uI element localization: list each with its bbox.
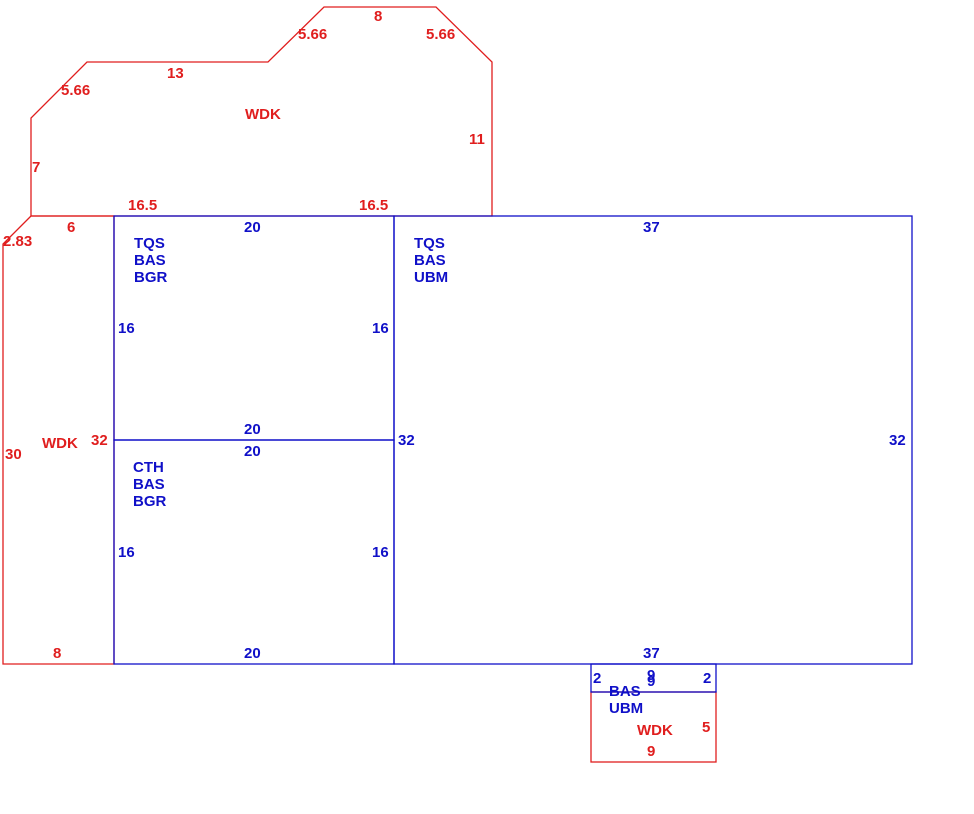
- wdk-left-code: WDK: [42, 435, 78, 452]
- room-upper-left-dim-top: 20: [244, 219, 261, 236]
- room-lower-left-code: BAS: [133, 476, 165, 493]
- wood-deck-top-outline: [30, 6, 493, 217]
- wood-deck-left-outline: [2, 215, 115, 665]
- room-main-code: TQS: [414, 235, 445, 252]
- room-lower-left-code: BGR: [133, 493, 167, 510]
- room-upper-left-dim-left: 16: [118, 320, 135, 337]
- wdk-bottom-code: WDK: [637, 722, 673, 739]
- room-main-dim-bottom: 37: [643, 645, 660, 662]
- room-lower-left-dim-bottom: 20: [244, 645, 261, 662]
- room-main-code: BAS: [414, 252, 446, 269]
- bay-dim-left: 2: [593, 670, 601, 687]
- room-lower-left-code: CTH: [133, 459, 164, 476]
- room-lower-left-dim-right: 16: [372, 544, 389, 561]
- wdk-top-dim-label: 5.66: [61, 82, 90, 99]
- wdk-top-dim-label: 16.5: [359, 197, 388, 214]
- room-main-outline: [393, 215, 913, 665]
- wdk-top-dim-label: 13: [167, 65, 184, 82]
- room-upper-left-code: BAS: [134, 252, 166, 269]
- wdk-top-code: WDK: [245, 106, 281, 123]
- wdk-top-dim-label: 16.5: [128, 197, 157, 214]
- room-upper-left-code: BGR: [134, 269, 168, 286]
- wdk-top-dim-label: 7: [32, 159, 40, 176]
- wdk-top-dim-label: 11: [469, 131, 485, 148]
- wdk-left-dim-label: 2.83: [3, 233, 32, 250]
- room-lower-left-dim-left: 16: [118, 544, 135, 561]
- bay-outline: [590, 663, 717, 693]
- room-upper-left-code: TQS: [134, 235, 165, 252]
- bay-dim-top: 9: [647, 667, 655, 684]
- bay-code: UBM: [609, 700, 643, 717]
- wdk-top-dim-label: 5.66: [426, 26, 455, 43]
- room-main-dim-top: 37: [643, 219, 660, 236]
- room-upper-left-dim-right: 16: [372, 320, 389, 337]
- wdk-left-dim-label: 30: [5, 446, 22, 463]
- wdk-left-dim-label: 32: [91, 432, 108, 449]
- bay-code: BAS: [609, 683, 641, 700]
- wdk-bottom-dim-bottom: 9: [647, 743, 655, 760]
- wdk-left-dim-label: 8: [53, 645, 61, 662]
- room-main-dim-left: 32: [398, 432, 415, 449]
- bay-dim-bottom: 9: [647, 673, 655, 690]
- wdk-top-dim-label: 5.66: [298, 26, 327, 43]
- wdk-top-dim-label: 8: [374, 8, 382, 25]
- room-main-code: UBM: [414, 269, 448, 286]
- wdk-bottom-dim-right: 5: [702, 719, 710, 736]
- wdk-left-dim-label: 6: [67, 219, 75, 236]
- bay-dim-right: 2: [703, 670, 711, 687]
- room-upper-left-dim-bottom: 20: [244, 421, 261, 438]
- room-lower-left-dim-top: 20: [244, 443, 261, 460]
- room-main-dim-right: 32: [889, 432, 906, 449]
